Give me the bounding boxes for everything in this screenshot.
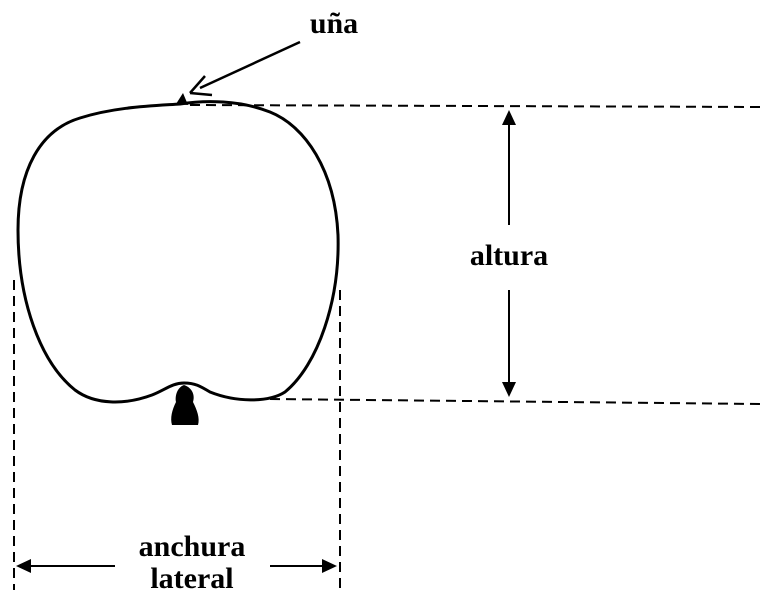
height-arrowhead-bottom bbox=[502, 382, 516, 397]
width-arrowhead-right bbox=[322, 559, 337, 573]
top-reference-line bbox=[189, 104, 760, 108]
nail-pointer-arrowhead bbox=[189, 75, 213, 97]
nail-pointer-line bbox=[199, 40, 301, 90]
nail-tip bbox=[176, 93, 188, 105]
bottom-reference-line bbox=[269, 398, 760, 405]
nail-label: uña bbox=[310, 7, 358, 40]
apple-stem bbox=[171, 385, 199, 425]
width-arrowhead-left bbox=[16, 559, 31, 573]
height-arrowhead-top bbox=[502, 110, 516, 125]
height-label: altura bbox=[470, 239, 548, 272]
width-label-line1: anchura bbox=[139, 530, 246, 563]
width-label-line2: lateral bbox=[150, 562, 233, 592]
apple-outline bbox=[16, 100, 340, 404]
